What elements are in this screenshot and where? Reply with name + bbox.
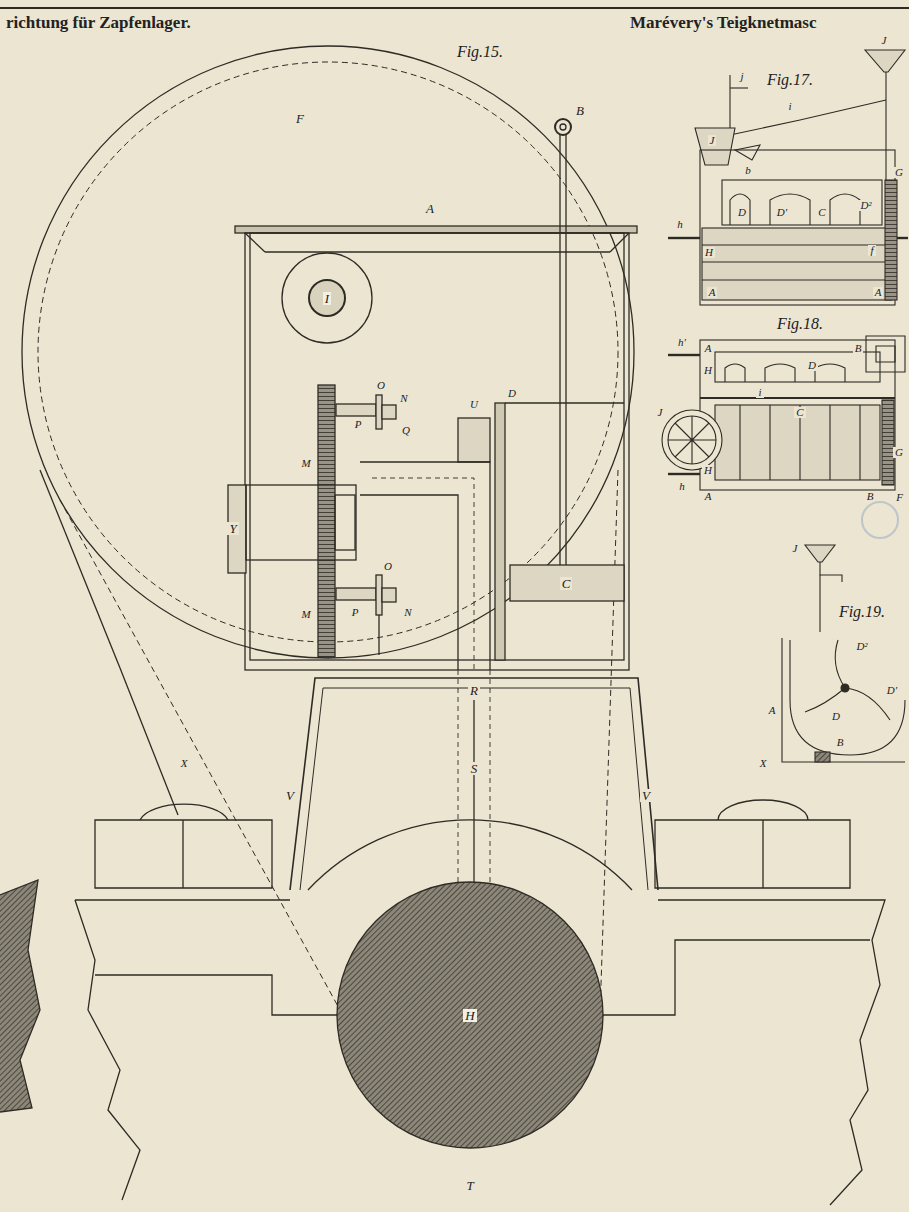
figure-15: [0, 8, 909, 1205]
part-letter: R: [468, 684, 480, 697]
part-letter: T: [464, 1179, 475, 1192]
part-letter: U: [468, 399, 480, 410]
part-letter: D: [736, 207, 748, 218]
part-letter: B: [835, 737, 846, 748]
plate-heading: Marévery's Teigknetmasc: [628, 14, 819, 31]
figure-number: Fig.17.: [765, 72, 815, 88]
figure-17-18-19: [662, 50, 908, 762]
part-letter: i: [786, 101, 793, 112]
part-letter: N: [402, 607, 413, 618]
part-letter: H: [702, 465, 714, 476]
part-letter: B: [853, 343, 864, 354]
plate-heading: richtung für Zapfenlager.: [4, 14, 193, 31]
part-letter: D²: [858, 200, 873, 211]
part-letter: Q: [400, 425, 412, 436]
part-letter: D': [885, 685, 899, 696]
part-letter: A: [873, 287, 884, 298]
part-letter: f: [868, 245, 875, 256]
part-letter: A: [424, 202, 436, 215]
part-letter: B: [865, 491, 876, 502]
part-letter: D: [506, 388, 518, 399]
part-letter: D': [775, 207, 789, 218]
part-letter: P: [350, 607, 361, 618]
part-letter: C: [560, 577, 573, 590]
part-letter: V: [284, 789, 296, 802]
figure-number: Fig.18.: [775, 316, 825, 332]
part-letter: b: [743, 165, 753, 176]
part-letter: H: [463, 1009, 476, 1022]
part-letter: J: [791, 543, 800, 554]
part-letter: M: [299, 458, 312, 469]
part-letter: F: [294, 112, 306, 125]
part-letter: X: [179, 758, 190, 769]
part-letter: A: [707, 287, 718, 298]
part-letter: G: [893, 447, 905, 458]
part-letter: X: [758, 758, 769, 769]
part-letter: B: [574, 104, 586, 117]
part-letter: N: [398, 393, 409, 404]
part-letter: S: [469, 762, 480, 775]
part-letter: H: [702, 365, 714, 376]
part-letter: O: [382, 561, 394, 572]
part-letter: A: [703, 491, 714, 502]
part-letter: j: [738, 71, 745, 82]
figure-number: Fig.19.: [837, 604, 887, 620]
part-letter: D: [830, 711, 842, 722]
part-letter: D²: [854, 641, 869, 652]
part-letter: V: [640, 789, 652, 802]
part-letter: C: [794, 407, 805, 418]
part-letter: F: [894, 492, 905, 503]
part-letter: J: [880, 35, 889, 46]
part-letter: J: [656, 407, 665, 418]
part-letter: h: [675, 219, 685, 230]
part-letter: M: [299, 609, 312, 620]
part-letter: G: [893, 167, 905, 178]
part-letter: O: [375, 380, 387, 391]
part-letter: P: [353, 419, 364, 430]
part-letter: C: [816, 207, 827, 218]
part-letter: i: [756, 387, 763, 398]
part-letter: I: [323, 292, 331, 305]
part-letter: Y: [227, 522, 238, 535]
part-letter: h': [676, 337, 688, 348]
figure-number: Fig.15.: [455, 44, 505, 60]
part-letter: A: [767, 705, 778, 716]
part-letter: H: [703, 247, 715, 258]
part-letter: J: [708, 135, 717, 146]
part-letter: A: [703, 343, 714, 354]
part-letter: D: [806, 360, 818, 371]
part-letter: h: [677, 481, 687, 492]
